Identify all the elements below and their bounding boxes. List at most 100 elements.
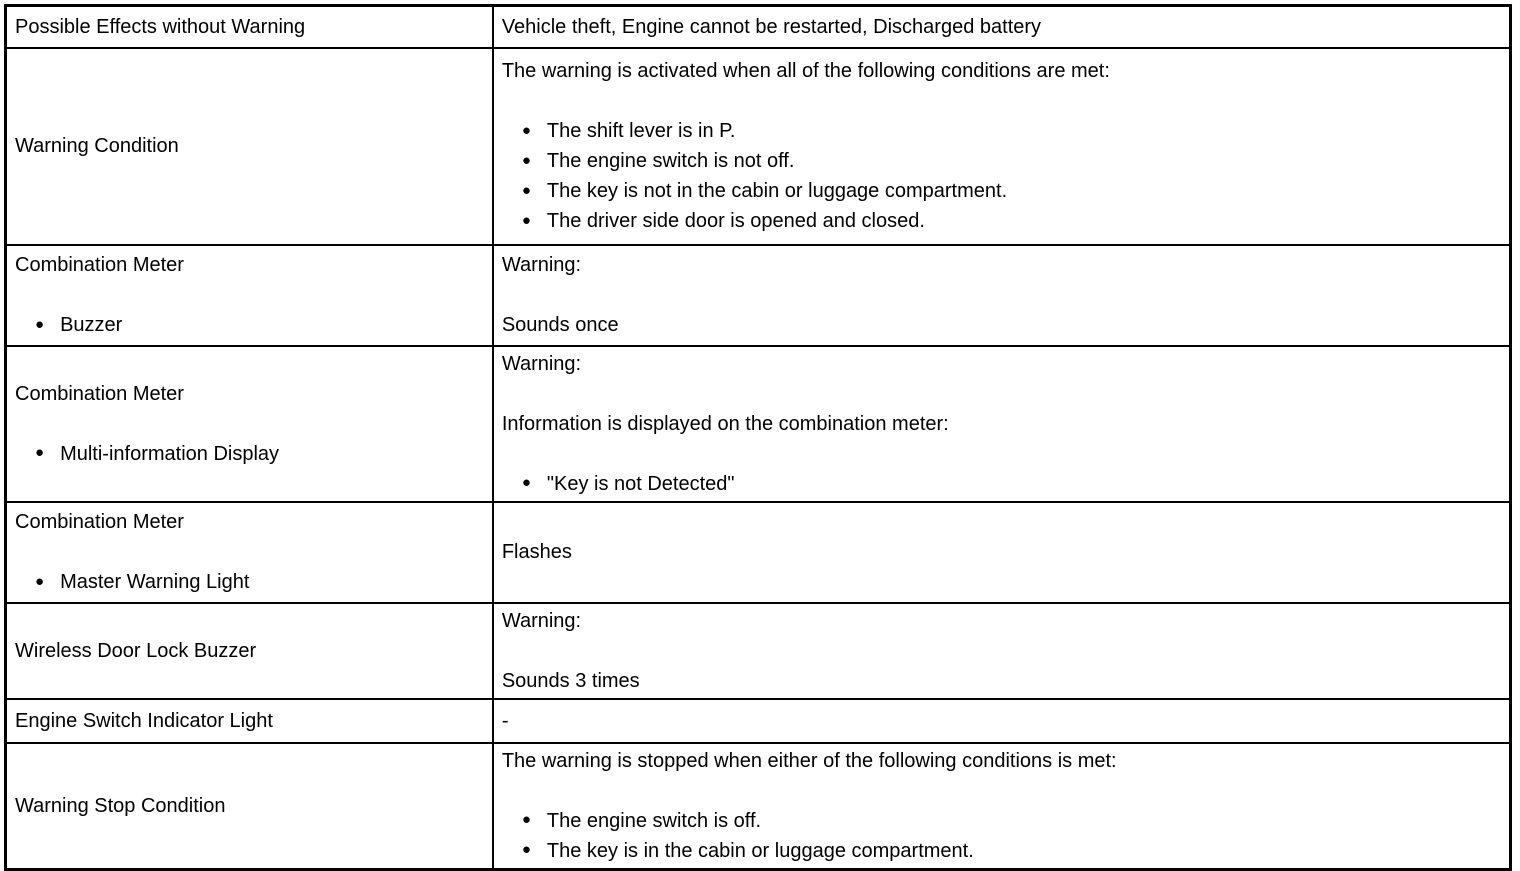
cell-line: Wireless Door Lock Buzzer xyxy=(15,636,484,666)
cell-line: Sounds 3 times xyxy=(502,666,1501,696)
cell-text: Multi-information Display xyxy=(60,442,280,465)
blank-line xyxy=(15,280,484,310)
cell-text: Information is displayed on the combinat… xyxy=(501,412,949,435)
cell-text: The key is not in the cabin or luggage c… xyxy=(546,180,1008,202)
cell-text: The driver side door is opened and close… xyxy=(546,210,925,232)
bullet-icon: ● xyxy=(35,315,45,333)
blank-line xyxy=(502,379,1501,409)
blank-line xyxy=(15,409,484,439)
cell-text: Warning: xyxy=(501,352,582,375)
cell-line: Warning: xyxy=(502,250,1501,280)
row-value-cell: Vehicle theft, Engine cannot be restarte… xyxy=(491,4,1512,49)
cell-line: Flashes xyxy=(502,537,1501,567)
blank-line xyxy=(502,439,1501,469)
warning-spec-table: Possible Effects without Warning Vehicle… xyxy=(4,4,1512,871)
cell-line: The warning is stopped when either of th… xyxy=(502,746,1501,776)
cell-line: - xyxy=(502,706,1501,736)
cell-text: Combination Meter xyxy=(15,254,184,276)
cell-line: Combination Meter xyxy=(15,250,484,280)
cell-line: ● "Key is not Detected" xyxy=(502,469,1501,499)
row-label-cell: Warning Condition xyxy=(4,46,494,246)
row-label-cell: Wireless Door Lock Buzzer xyxy=(4,601,494,700)
blank-line xyxy=(15,537,484,567)
row-label-cell: Combination Meter ● Multi-information Dis… xyxy=(4,344,494,503)
blank-line xyxy=(502,280,1501,310)
table-row: Wireless Door Lock Buzzer Warning: Sound… xyxy=(4,601,1512,700)
table-row: Engine Switch Indicator Light - xyxy=(4,697,1512,744)
cell-text: Combination Meter xyxy=(15,511,184,533)
cell-line: ● The key is not in the cabin or luggage … xyxy=(502,176,1501,206)
cell-text: Warning: xyxy=(501,254,582,276)
row-value-cell: The warning is stopped when either of th… xyxy=(491,741,1512,870)
cell-line: ● The engine switch is off. xyxy=(502,806,1501,836)
cell-text: Engine Switch Indicator Light xyxy=(15,709,273,732)
cell-text: Combination Meter xyxy=(15,382,184,405)
cell-text: Master Warning Light xyxy=(60,571,250,593)
table-row: Combination Meter ●Master Warning Light … xyxy=(4,500,1512,604)
cell-line: ● Buzzer xyxy=(15,310,484,340)
cell-text: The warning is stopped when either of th… xyxy=(501,749,1117,772)
table-row: Combination Meter ● Multi-information Dis… xyxy=(4,344,1512,503)
row-value-cell: Warning: Information is displayed on the… xyxy=(491,344,1512,503)
cell-text: Vehicle theft, Engine cannot be restarte… xyxy=(501,15,1042,38)
cell-text: The engine switch is not off. xyxy=(546,150,795,172)
row-value-cell: Flashes xyxy=(491,500,1512,604)
cell-line: Combination Meter xyxy=(15,379,484,409)
bullet-icon: ● xyxy=(521,211,531,229)
cell-text: The shift lever is in P. xyxy=(546,120,736,142)
cell-text: Warning Stop Condition xyxy=(15,794,226,817)
cell-text: Wireless Door Lock Buzzer xyxy=(15,639,257,662)
row-value-cell: Warning: Sounds once xyxy=(491,243,1512,347)
cell-line: ● The driver side door is opened and clos… xyxy=(502,206,1501,236)
cell-line: ● The engine switch is not off. xyxy=(502,146,1501,176)
cell-line: Vehicle theft, Engine cannot be restarte… xyxy=(502,12,1501,42)
table-row: Warning Stop Condition The warning is st… xyxy=(4,741,1512,870)
row-label-cell: Warning Stop Condition xyxy=(4,741,494,870)
cell-line: Warning Stop Condition xyxy=(15,791,484,821)
cell-line: ● Multi-information Display xyxy=(15,439,484,469)
bullet-icon: ● xyxy=(521,841,531,859)
cell-line: ● The key is in the cabin or luggage comp… xyxy=(502,836,1501,866)
row-value-cell: - xyxy=(491,697,1512,744)
cell-text: Sounds 3 times xyxy=(501,669,640,692)
table-row: Combination Meter ● Buzzer Warning: Sound… xyxy=(4,243,1512,347)
blank-line xyxy=(502,776,1501,806)
cell-line: Information is displayed on the combinat… xyxy=(502,409,1501,439)
cell-text: Warning: xyxy=(501,609,582,632)
bullet-icon: ● xyxy=(521,151,531,169)
bullet-icon: ● xyxy=(521,181,531,199)
cell-line: ● Master Warning Light xyxy=(15,567,484,597)
cell-text: The engine switch is off. xyxy=(546,809,762,832)
row-label-cell: Engine Switch Indicator Light xyxy=(4,697,494,744)
cell-line: Warning: xyxy=(502,349,1501,379)
row-label-cell: Combination Meter ● Buzzer xyxy=(4,243,494,347)
cell-text: The key is in the cabin or luggage compa… xyxy=(546,839,974,862)
row-label-cell: Combination Meter ● Master Warning Light xyxy=(4,500,494,604)
bullet-icon: ● xyxy=(521,811,531,829)
bullet-icon: ● xyxy=(521,474,531,492)
cell-line: Warning: xyxy=(502,606,1501,636)
cell-line: Warning Condition xyxy=(15,131,484,161)
cell-text: Warning Condition xyxy=(15,135,179,157)
cell-text: - xyxy=(501,709,509,732)
bullet-icon: ● xyxy=(521,121,531,139)
cell-text: Possible Effects without Warning xyxy=(15,15,306,38)
cell-text: "Key is not Detected" xyxy=(546,472,735,495)
bullet-icon: ● xyxy=(35,444,45,462)
bullet-icon: ● xyxy=(35,572,45,590)
row-value-cell: Warning: Sounds 3 times xyxy=(491,601,1512,700)
blank-line xyxy=(502,86,1501,116)
table-row: Warning Condition The warning is activat… xyxy=(4,46,1512,246)
cell-line: Sounds once xyxy=(502,310,1501,340)
cell-text: Flashes xyxy=(501,541,572,563)
cell-line: Combination Meter xyxy=(15,507,484,537)
cell-text: The warning is activated when all of the… xyxy=(501,60,1110,82)
table-row: Possible Effects without Warning Vehicle… xyxy=(4,4,1512,49)
cell-line: Engine Switch Indicator Light xyxy=(15,706,484,736)
row-value-cell: The warning is activated when all of the… xyxy=(491,46,1512,246)
row-label-cell: Possible Effects without Warning xyxy=(4,4,494,49)
cell-text: Buzzer xyxy=(60,314,123,336)
cell-line: ● The shift lever is in P. xyxy=(502,116,1501,146)
table-body: Possible Effects without Warning Vehicle… xyxy=(4,4,1512,870)
cell-line: Possible Effects without Warning xyxy=(15,12,484,42)
